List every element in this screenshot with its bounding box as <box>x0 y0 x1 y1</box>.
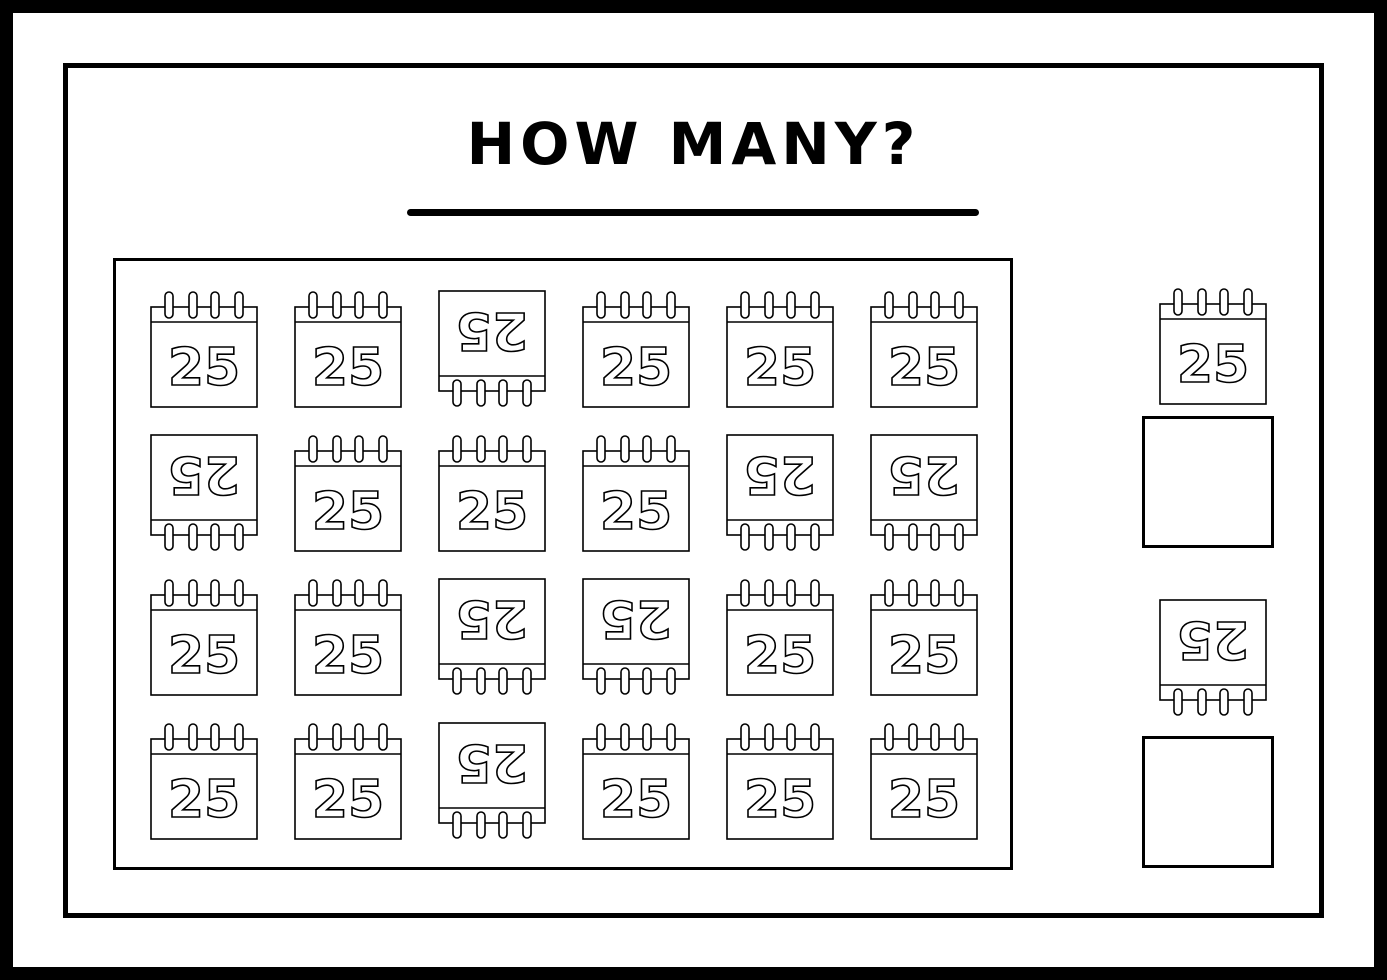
svg-text:25: 25 <box>312 338 384 398</box>
svg-text:25: 25 <box>168 626 240 686</box>
svg-text:25: 25 <box>1177 335 1249 395</box>
answer-box[interactable] <box>1142 736 1274 868</box>
svg-text:25: 25 <box>312 770 384 830</box>
svg-text:25: 25 <box>456 732 528 792</box>
svg-text:25: 25 <box>744 770 816 830</box>
svg-text:25: 25 <box>456 482 528 542</box>
svg-text:25: 25 <box>600 482 672 542</box>
svg-text:25: 25 <box>744 626 816 686</box>
svg-text:25: 25 <box>600 588 672 648</box>
svg-text:25: 25 <box>312 626 384 686</box>
svg-text:25: 25 <box>168 770 240 830</box>
svg-text:25: 25 <box>888 444 960 504</box>
sample-calendar-icon: 25 <box>1158 286 1268 406</box>
svg-text:25: 25 <box>888 770 960 830</box>
answer-box[interactable] <box>1142 416 1274 548</box>
title-underline <box>407 209 979 216</box>
sample-calendar-icon: 25 <box>1158 598 1268 718</box>
svg-text:25: 25 <box>312 482 384 542</box>
svg-text:25: 25 <box>456 300 528 360</box>
svg-text:25: 25 <box>744 444 816 504</box>
svg-text:25: 25 <box>888 626 960 686</box>
svg-text:25: 25 <box>456 588 528 648</box>
svg-text:25: 25 <box>168 338 240 398</box>
page-title: HOW MANY? <box>466 110 921 178</box>
svg-text:25: 25 <box>1177 609 1249 669</box>
svg-text:25: 25 <box>744 338 816 398</box>
svg-text:25: 25 <box>888 338 960 398</box>
svg-text:25: 25 <box>600 770 672 830</box>
svg-text:25: 25 <box>600 338 672 398</box>
svg-text:25: 25 <box>168 444 240 504</box>
